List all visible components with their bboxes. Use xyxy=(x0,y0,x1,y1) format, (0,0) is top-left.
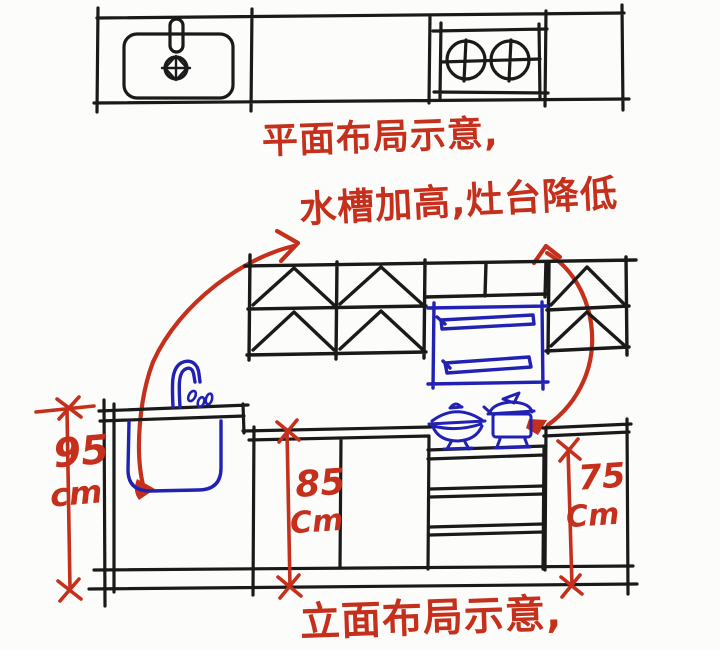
arrow-to-sink-head-top xyxy=(274,228,301,264)
annotation-note: 水槽加高,灶台降低 xyxy=(298,172,619,232)
pot-icon xyxy=(482,391,536,450)
hood-vent-top xyxy=(435,313,536,331)
base-plinth xyxy=(87,564,639,591)
plan-sink-icon xyxy=(122,17,235,100)
plan-view xyxy=(92,3,631,114)
sink-basin-icon xyxy=(126,419,223,493)
upper-cabinet-door-pattern xyxy=(251,265,626,352)
pots-on-stove xyxy=(427,391,536,451)
elevation-sink xyxy=(126,359,223,493)
upper-cabinet-frame xyxy=(243,253,638,362)
dim-85-tick-top xyxy=(275,418,301,444)
dim-95-value: 95 xyxy=(51,427,110,478)
dim-75-tick-top xyxy=(556,437,582,463)
arrow-to-sink xyxy=(134,228,301,500)
plan-stove-icon xyxy=(431,21,550,101)
elevation-base-cabinets xyxy=(87,398,639,608)
dimension-counter-height: 85 Cm xyxy=(275,418,347,600)
stove-drawers xyxy=(428,484,545,537)
arrow-to-stove-head-top xyxy=(531,243,563,266)
elevation-title: 立面布局示意, xyxy=(299,591,563,646)
dim-75-tick-bottom xyxy=(559,573,584,599)
right-cabinet xyxy=(541,417,633,596)
dim-85-unit: Cm xyxy=(289,503,345,542)
plan-faucet-icon xyxy=(168,17,185,54)
dim-95-tick-top xyxy=(55,395,83,421)
wok-icon xyxy=(427,402,487,451)
dimension-stove-height: 75 Cm xyxy=(556,437,627,599)
stove-counter xyxy=(426,444,548,571)
hood-vent-bottom xyxy=(441,355,533,375)
dimension-sink-height: 95 cm xyxy=(34,395,111,603)
water-drops-icon xyxy=(186,389,214,409)
upper-cabinets xyxy=(243,253,638,362)
sink-counter xyxy=(97,398,250,608)
faucet-icon xyxy=(170,359,202,409)
dim-85-value: 85 xyxy=(294,462,347,506)
plan-counter-outline xyxy=(92,3,631,114)
dim-95-tick-bottom xyxy=(56,577,83,603)
dim-85-tick-bottom xyxy=(276,573,303,600)
middle-counter xyxy=(241,425,433,597)
dim-75-unit: Cm xyxy=(565,497,621,536)
plan-title: 平面布局示意, xyxy=(261,113,499,162)
range-hood-icon xyxy=(426,300,550,391)
dim-95-unit: cm xyxy=(48,472,103,514)
dim-75-value: 75 xyxy=(577,456,627,499)
